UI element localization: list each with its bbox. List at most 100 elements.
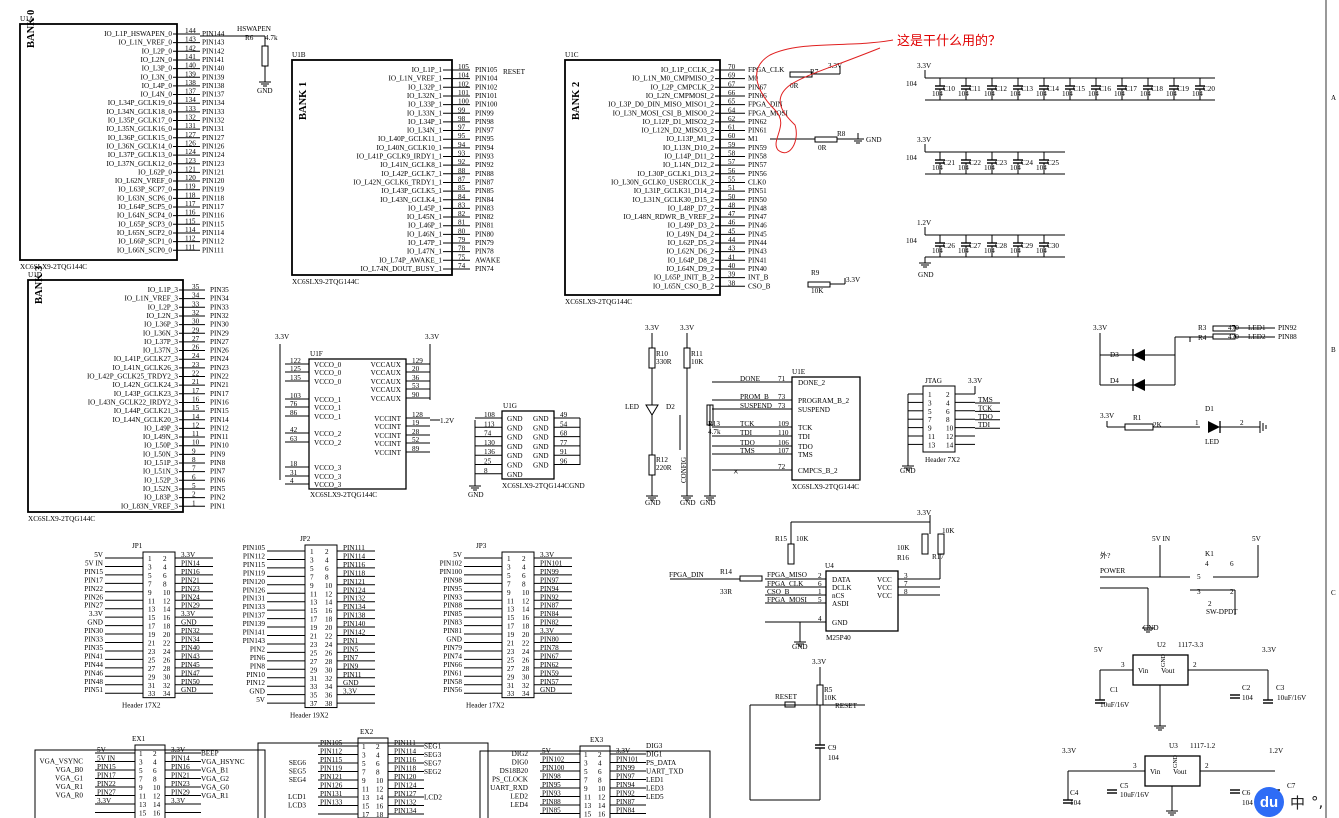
label: U2 xyxy=(1157,641,1166,649)
label: 外? xyxy=(1100,551,1110,560)
pin-number: 24 xyxy=(192,352,200,360)
pin-number: 24 xyxy=(163,648,171,656)
pin-number: 127 xyxy=(185,131,196,139)
pin-number: 16 xyxy=(325,607,333,615)
net-label: PIN134 xyxy=(394,807,417,815)
pin-number: 1 xyxy=(139,750,143,758)
net-label: PIN29 xyxy=(210,329,229,337)
label: 10K xyxy=(824,694,837,702)
net-label: M0 xyxy=(748,75,758,83)
signal-label: SEG5 xyxy=(289,768,307,776)
pin-number: 42 xyxy=(290,426,298,434)
pin-number: 8 xyxy=(163,580,167,588)
net-label: PIN120 xyxy=(202,177,225,185)
net-label: PIN7 xyxy=(210,468,226,476)
pin-function: IO_L46P_1 xyxy=(408,222,442,230)
pin-number: 142 xyxy=(185,44,196,52)
label: 3.3V xyxy=(1100,412,1115,420)
pin-function: IO_L46N_1 xyxy=(407,230,443,238)
net-label: PIN59 xyxy=(748,144,767,152)
net-label: PIN43 xyxy=(748,248,767,256)
pin-number: 87 xyxy=(458,175,466,183)
ime-mode-indicator[interactable]: 中 xyxy=(1290,793,1306,812)
cap-value: 104 xyxy=(1010,90,1021,98)
net-label: PIN45 xyxy=(181,661,200,669)
net-label: PIN81 xyxy=(443,627,462,635)
net-label: PIN97 xyxy=(475,127,494,135)
pin-function: IO_L2N_CMPMOSI_2 xyxy=(646,92,715,100)
pin-function: VCCAUX xyxy=(371,378,402,386)
pin-number: 94 xyxy=(458,141,466,149)
net-label: PIN11 xyxy=(343,671,362,679)
pin-number: 48 xyxy=(728,201,736,209)
pin-function: IO_L43N_GCLK4_1 xyxy=(380,196,442,204)
net-label: PIN83 xyxy=(475,204,494,212)
label: GND xyxy=(507,415,523,423)
net-label: PIN22 xyxy=(210,373,229,381)
pin-number: 92 xyxy=(458,158,466,166)
pin-function: VCCO_3 xyxy=(314,481,342,489)
cap-ref: C26 xyxy=(943,242,955,250)
net-label: PIN16 xyxy=(171,763,190,771)
ime-toolbar[interactable]: du 中 °, xyxy=(1254,786,1339,818)
net-label: PIN131 xyxy=(320,790,343,798)
pin-function: VCCINT xyxy=(374,432,401,440)
pin-number: 122 xyxy=(290,357,301,365)
label: U1F xyxy=(310,350,323,358)
net-label: PIN47 xyxy=(748,213,767,221)
net-label: PIN115 xyxy=(202,220,225,228)
label: GND xyxy=(533,424,549,432)
net-label: 5V xyxy=(542,747,552,755)
net-label: PIN29 xyxy=(171,789,190,797)
net-label: PIN132 xyxy=(202,117,225,125)
pin-function: IO_L32P_1 xyxy=(408,83,442,91)
pin-number: 5 xyxy=(310,565,314,573)
baidu-ime-icon[interactable]: du xyxy=(1254,787,1284,817)
net-label: PIN105 xyxy=(320,739,343,747)
label: 33R xyxy=(720,588,732,596)
pin-function: VCCAUX xyxy=(371,361,402,369)
cap-ref: C19 xyxy=(1177,85,1189,93)
pin-number: 15 xyxy=(148,614,156,622)
pin-number: 10 xyxy=(163,589,171,597)
net-label: PIN7 xyxy=(343,654,359,662)
net-label: PIN88 xyxy=(443,602,462,610)
pin-number: 11 xyxy=(192,430,199,438)
label: Header 19X2 xyxy=(290,712,329,720)
net-label: PIN100 xyxy=(475,101,498,109)
net-label: PIN126 xyxy=(243,586,266,594)
pin-number: 9 xyxy=(310,582,314,590)
pin-number: 11 xyxy=(139,793,146,801)
label: 5V IN xyxy=(1152,535,1171,543)
cap-value: 104 xyxy=(958,90,969,98)
pin-number: 83 xyxy=(458,201,466,209)
label: Vout xyxy=(1161,667,1174,675)
label: 3.3V xyxy=(1093,324,1108,332)
pin-number: 54 xyxy=(560,420,568,428)
pin-function: IO_L40P_GCLK11_1 xyxy=(378,135,442,143)
net-label: 5V xyxy=(256,696,266,704)
signal-label: LCD1 xyxy=(288,793,306,801)
pin-function: IO_L64P_SCP5_0 xyxy=(118,203,172,211)
pin-function: IO_L4N_0 xyxy=(140,91,172,99)
label: 1.2V xyxy=(440,417,455,425)
pin-number: 21 xyxy=(507,640,515,648)
net-label: PIN88 xyxy=(475,170,494,178)
label: 1117-3.3 xyxy=(1178,641,1204,649)
signal-label: VGA_R0 xyxy=(55,792,83,800)
pin-number: 15 xyxy=(310,607,318,615)
net-label: PIN111 xyxy=(202,246,224,254)
net-label: PIN94 xyxy=(540,585,559,593)
ime-punct-indicator[interactable]: °, xyxy=(1311,793,1324,811)
pin-number: 16 xyxy=(598,811,606,818)
pin-number: 7 xyxy=(584,777,588,785)
pin-function: IO_L62N_VREF_0 xyxy=(115,177,173,185)
label: 1.2V xyxy=(917,219,932,227)
label: 10K xyxy=(811,287,824,295)
pin-number: 75 xyxy=(458,253,466,261)
net-label: PIN105 xyxy=(243,544,266,552)
